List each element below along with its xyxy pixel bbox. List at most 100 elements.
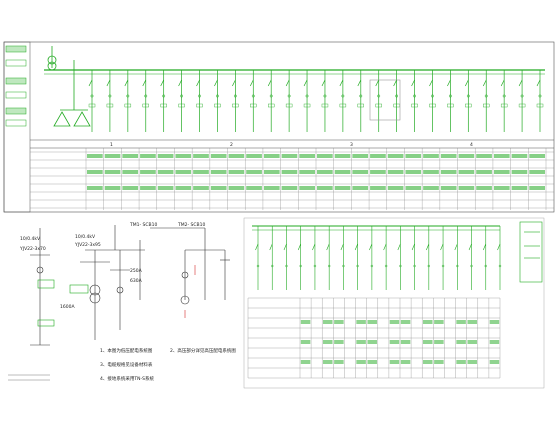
table-cell <box>489 340 500 344</box>
table-cell <box>157 154 174 158</box>
breaker-symbol <box>465 79 469 87</box>
table-cell <box>489 320 500 324</box>
breaker-symbol <box>106 79 111 87</box>
table-cell <box>228 154 245 158</box>
breaker-symbol <box>214 79 218 87</box>
table-cell <box>122 186 139 190</box>
breaker-symbol <box>339 79 344 87</box>
legend-swatch <box>5 119 27 127</box>
sheet-a-cabinet <box>369 79 401 121</box>
table-cell <box>193 170 209 174</box>
table-cell <box>458 154 475 158</box>
breaker-symbol <box>178 79 182 87</box>
note-2: 2、高压部分详见高压配电系统图 <box>170 347 236 354</box>
table-cell <box>317 186 333 190</box>
table-cell <box>493 154 510 158</box>
table-cell <box>281 170 298 174</box>
cable-label-1: YJV22-3x70 <box>19 246 46 252</box>
table-cell <box>210 186 227 190</box>
table-cell <box>467 360 477 364</box>
table-cell <box>387 154 404 158</box>
table-cell <box>175 186 192 190</box>
table-cell <box>389 320 400 324</box>
section-number: 2 <box>230 142 233 148</box>
transformer-label-1: TM1- SCB10 <box>129 222 157 228</box>
table-cell <box>157 186 174 190</box>
feeder-label-2: 10/0.4kV <box>75 234 96 240</box>
table-cell <box>175 154 192 158</box>
breaker-symbol <box>447 79 451 87</box>
table-cell <box>157 170 174 174</box>
table-cell <box>493 170 510 174</box>
table-cell <box>140 186 156 190</box>
table-cell <box>104 154 121 158</box>
breaker-symbol <box>303 79 308 87</box>
legend-swatch <box>5 45 27 53</box>
table-cell <box>489 360 500 364</box>
table-cell <box>334 340 344 344</box>
table-cell <box>423 170 439 174</box>
legend-swatch <box>5 91 27 99</box>
table-cell <box>400 320 411 324</box>
breaker-symbol <box>267 79 272 87</box>
table-cell <box>356 340 366 344</box>
table-cell <box>434 360 444 364</box>
section-number: 1 <box>110 142 113 148</box>
table-cell <box>405 154 422 158</box>
table-cell <box>334 360 344 364</box>
breaker-symbol <box>142 79 147 87</box>
cable-label-2: YJV22-3x95 <box>74 242 101 248</box>
table-cell <box>440 170 457 174</box>
table-cell <box>434 320 444 324</box>
table-cell <box>440 154 457 158</box>
table-cell <box>300 320 311 324</box>
table-cell <box>263 186 280 190</box>
note-1: 1、本图为低压配电系统图 <box>100 347 153 354</box>
table-cell <box>458 186 475 190</box>
table-cell <box>356 320 366 324</box>
breaker-symbol <box>160 79 164 87</box>
table-cell <box>87 170 103 174</box>
breaker-symbol <box>375 79 380 87</box>
table-cell <box>122 154 139 158</box>
table-cell <box>246 154 262 158</box>
table-cell <box>405 186 422 190</box>
breaker-symbol <box>482 79 487 87</box>
table-cell <box>104 186 121 190</box>
breaker-symbol <box>88 79 93 87</box>
table-cell <box>281 186 298 190</box>
legend-swatch <box>5 77 27 85</box>
legend-swatch <box>5 59 27 67</box>
section-number: 4 <box>470 142 473 148</box>
table-cell <box>389 340 400 344</box>
table-cell <box>511 154 528 158</box>
table-cell <box>334 320 344 324</box>
table-cell <box>511 170 528 174</box>
note-4: 4、接地系统采用TN-S系统 <box>100 375 154 382</box>
table-cell <box>529 154 545 158</box>
table-cell <box>467 320 477 324</box>
breaker-symbol <box>393 79 397 87</box>
breaker-symbol <box>249 79 254 87</box>
table-cell <box>405 170 422 174</box>
breaker-symbol <box>357 79 362 87</box>
table-cell <box>370 186 386 190</box>
table-cell <box>334 170 351 174</box>
table-cell <box>323 360 333 364</box>
table-cell <box>367 360 377 364</box>
table-cell <box>193 154 209 158</box>
table-cell <box>323 340 333 344</box>
table-cell <box>387 186 404 190</box>
table-cell <box>352 186 369 190</box>
breaker-symbol <box>196 79 200 87</box>
table-cell <box>493 186 510 190</box>
sheet-c-feeders <box>255 226 502 290</box>
table-cell <box>476 154 492 158</box>
table-cell <box>299 154 315 158</box>
sheet-b-labels: TM1- SCB10 TM2- SCB10 10/0.4kV 10/0.4kV … <box>19 222 205 310</box>
table-cell <box>299 170 315 174</box>
table-cell <box>323 320 333 324</box>
table-cell <box>87 154 103 158</box>
breaker-symbol <box>232 79 236 87</box>
